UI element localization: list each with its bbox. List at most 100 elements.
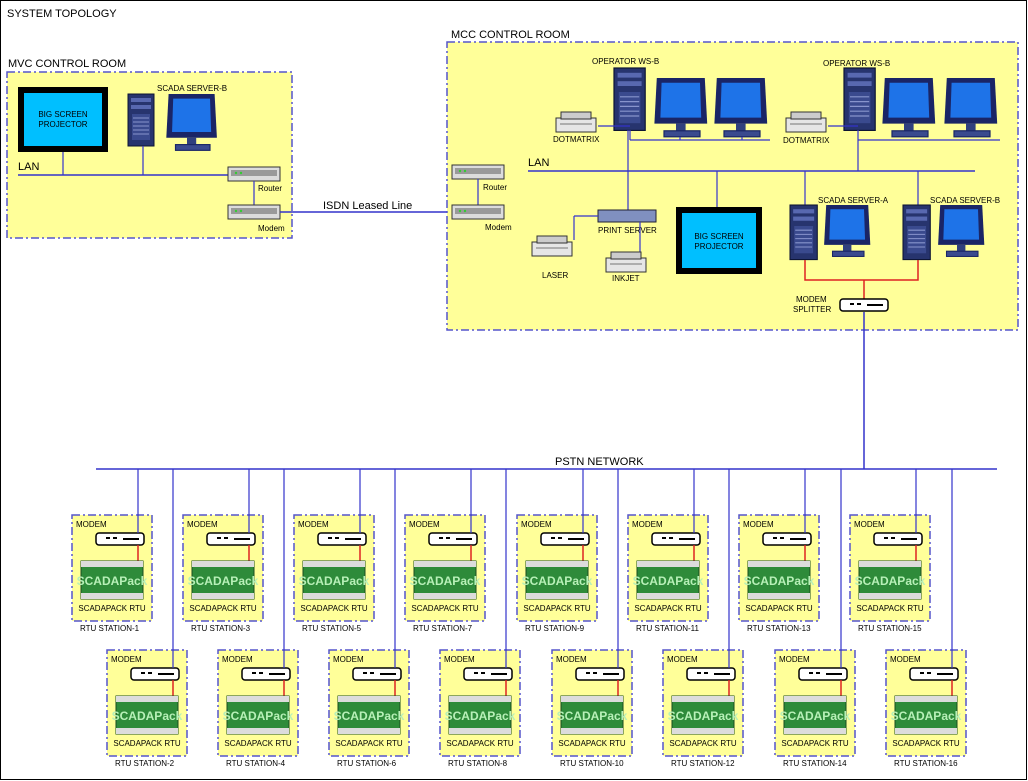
rtu-device-logo: SCADAPack [299,574,370,588]
mcc-projector-label2: PROJECTOR [694,242,743,251]
mcc-splitter-label1: MODEM [796,295,827,304]
rtu-station-name: RTU STATION-13 [747,624,811,633]
rtu-station-name: RTU STATION-11 [636,624,700,633]
rtu-modem-icon [686,667,736,681]
rtu-device-terminals [338,696,400,702]
rtu-device-label: SCADAPACK RTU [856,604,923,613]
rtu-modem-icon [575,667,625,681]
mvc-router-icon [227,166,281,182]
rtu-device-terminals [748,561,810,567]
rtu-device-terminals [192,561,254,567]
diagram-title: SYSTEM TOPOLOGY [7,8,117,20]
rtu-device-terminals [526,561,588,567]
mcc-server-a-tower [789,204,818,261]
mcc-dotmatrix-b-label: DOTMATRIX [783,136,830,145]
mcc-print-server-label: PRINT SERVER [598,226,657,235]
rtu-device-icon [783,695,847,735]
rtu-device-terminals-bottom [748,593,810,599]
rtu-device-logo: SCADAPack [668,709,739,723]
rtu-device-terminals [81,561,143,567]
rtu-device-logo: SCADAPack [223,709,294,723]
rtu-device-logo: SCADAPack [188,574,259,588]
mcc-modem-label: Modem [485,223,512,232]
rtu-station-name: RTU STATION-10 [560,759,624,768]
rtu-station-name: RTU STATION-15 [858,624,922,633]
rtu-modem-icon [762,532,812,546]
mcc-projector-label: BIG SCREEN [694,232,744,241]
mcc-lan-label: LAN [528,157,549,169]
rtu-device-label: SCADAPACK RTU [523,604,590,613]
mvc-modem-icon [227,204,281,220]
rtu-station-name: RTU STATION-5 [302,624,362,633]
rtu-device-terminals-bottom [449,728,511,734]
rtu-modem-label: MODEM [298,520,329,529]
rtu-device-terminals [116,696,178,702]
rtu-modem-label: MODEM [854,520,885,529]
rtu-modem-label: MODEM [444,655,475,664]
rtu-modem-label: MODEM [409,520,440,529]
rtu-device-label: SCADAPACK RTU [300,604,367,613]
rtu-modem-icon [540,532,590,546]
rtu-device-terminals [449,696,511,702]
rtu-device-terminals [784,696,846,702]
mvc-projector-label2: PROJECTOR [38,120,87,129]
rtu-device-terminals-bottom [526,593,588,599]
rtu-device-logo: SCADAPack [77,574,148,588]
rtu-device-terminals-bottom [561,728,623,734]
rtu-device-label: SCADAPACK RTU [113,739,180,748]
mcc-ws-a-label: OPERATOR WS-B [592,57,659,66]
rtu-device-label: SCADAPACK RTU [411,604,478,613]
mcc-laser-label: LASER [542,271,568,280]
rtu-device-terminals-bottom [303,593,365,599]
rtu-device-logo: SCADAPack [112,709,183,723]
rtu-device-terminals-bottom [895,728,957,734]
rtu-modem-label: MODEM [521,520,552,529]
rtu-device-logo: SCADAPack [744,574,815,588]
mcc-splitter-serial-links [804,260,919,281]
rtu-modem-icon [909,667,959,681]
rtu-modem-icon [206,532,256,546]
mcc-splitter-icon [839,298,889,312]
mcc-server-b-label: SCADA SERVER-B [930,196,1000,205]
rtu-device-icon [747,560,811,600]
rtu-device-terminals [227,696,289,702]
rtu-station-name: RTU STATION-16 [894,759,958,768]
rtu-device-terminals [637,561,699,567]
rtu-modem-icon [428,532,478,546]
rtu-modem-label: MODEM [111,655,142,664]
mcc-inkjet-label: INKJET [612,274,640,283]
mcc-ws-b-label: OPERATOR WS-B [823,59,890,68]
mvc-modem-label: Modem [258,224,285,233]
rtu-station-name: RTU STATION-6 [337,759,397,768]
rtu-device-label: SCADAPACK RTU [781,739,848,748]
mvc-router-label: Router [258,184,282,193]
rtu-station-name: RTU STATION-14 [783,759,847,768]
rtu-device-logo: SCADAPack [891,709,962,723]
rtu-device-logo: SCADAPack [410,574,481,588]
isdn-label: ISDN Leased Line [323,200,412,212]
rtu-device-terminals-bottom [414,593,476,599]
rtu-device-label: SCADAPACK RTU [558,739,625,748]
rtu-station-name: RTU STATION-12 [671,759,735,768]
rtu-device-label: SCADAPACK RTU [634,604,701,613]
rtu-modem-label: MODEM [222,655,253,664]
rtu-modem-icon [463,667,513,681]
pstn-label: PSTN NETWORK [555,456,644,468]
rtu-device-logo: SCADAPack [334,709,405,723]
rtu-device-icon [525,560,589,600]
mvc-server-label: SCADA SERVER-B [157,84,227,93]
rtu-modem-icon [651,532,701,546]
mcc-projector-screen [682,213,756,268]
rtu-modem-label: MODEM [667,655,698,664]
rtu-device-terminals-bottom [859,593,921,599]
mcc-print-server-icon [597,209,657,223]
rtu-device-terminals [859,561,921,567]
rtu-device-icon [448,695,512,735]
mvc-projector-label: BIG SCREEN [38,110,88,119]
rtu-device-icon [191,560,255,600]
mcc-laser-icon [531,235,573,257]
rtu-modem-label: MODEM [890,655,921,664]
rtu-modem-icon [873,532,923,546]
rtu-modem-label: MODEM [556,655,587,664]
